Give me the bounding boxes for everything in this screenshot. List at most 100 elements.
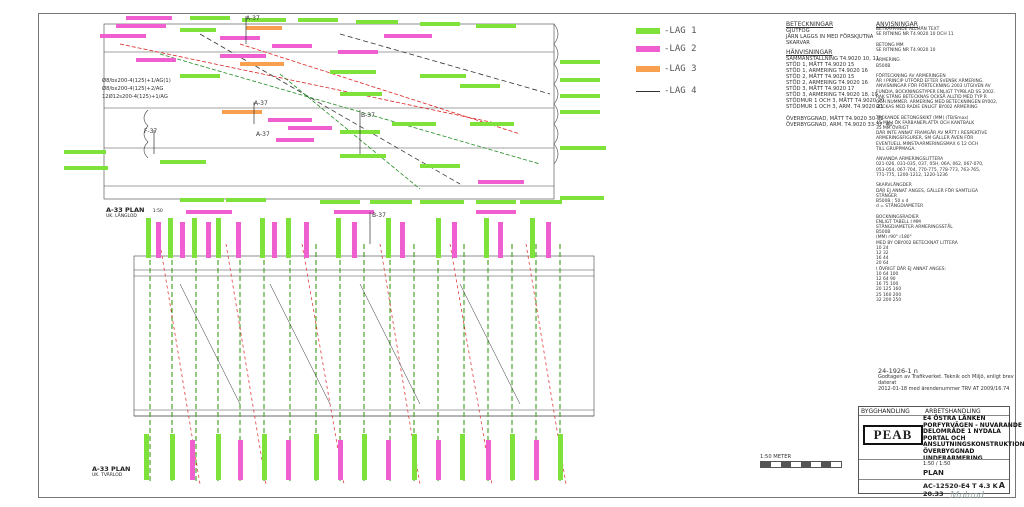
legend-swatch [636, 66, 660, 72]
instruction-line: 16 44 [876, 256, 889, 262]
project-title-line: DELOMRÅDE 1 NYDALA [923, 428, 1001, 436]
legend-label: -LAG 1 [664, 26, 697, 36]
notes-heading-hanvisningar: HÄNVISNINGAR [786, 49, 833, 56]
note-line: GJUTFOG [786, 28, 810, 34]
instruction-line: BETONG MM [876, 42, 904, 48]
reference-line: ÖVERBYGGNAD, MÅTT T4.9020 30-32 [786, 116, 884, 122]
instruction-line: 771-775, 1200-1212, 1220-1236 [876, 172, 948, 178]
instruction-line: 053-054, 067-704, 770-775, 778-773, 763-… [876, 167, 981, 173]
instruction-line: ARMERINGSFIGURER, SM GÄLLER ÄVEN FÖR [876, 136, 974, 142]
drawing-number: AC-12520-E4 T 4.3 K 20.33 [923, 482, 998, 498]
reference-line: STÖD 1, ARMERING T4.9020 16 [786, 68, 868, 74]
instruction-line: 10 24 [876, 245, 889, 251]
bar-tag-sample: Ø8/bx200-4(125)+2/AG [102, 86, 164, 92]
instruction-line: 021-026, 031-035, 037, 05H, 06A, 062, 06… [876, 162, 984, 168]
instruction-line: STÅNGDIAMETER ARMERINGSSTÅL [876, 224, 953, 230]
instruction-line: SKARVLÄNGDER [876, 183, 912, 189]
legend-lag3: -LAG 3 [636, 64, 697, 74]
phase-bygghandling: BYGGHANDLING [861, 408, 910, 415]
reference-line: ÖVERBYGGNAD, ARM. T4.9020 33-37, 40 [786, 122, 893, 128]
revision-note: 24-1926-1 n Godtagen av Trafikverket. Te… [878, 368, 1024, 392]
instruction-line: BETRÄFFANDE ALLMÄN TEXT [876, 27, 940, 33]
instruction-line: SE RITNING NR T4.9020 10 OCH 11 [876, 32, 954, 38]
section-mark: A-37 [256, 131, 270, 138]
notes-heading-anvisningar: ANVISNINGAR [876, 21, 918, 28]
upper-plan-scale: 1:50 [152, 209, 163, 214]
legend-label: -LAG 2 [664, 44, 697, 54]
instruction-line: d = STÅNGDIAMETER [876, 204, 924, 210]
instruction-line: BOCKAS MED RADIE ENLIGT BY002 ARMERING [876, 105, 978, 111]
instruction-line: 12 64 90 [876, 276, 896, 282]
section-mark: B-37 [372, 212, 386, 219]
section-mark: A-37 [246, 15, 260, 22]
reference-line: STÖD 3, ARMERING T4.9020 18, 19 [786, 92, 878, 98]
lower-plan-title: A-33 PLAN UK. TVÄRLOD [92, 465, 130, 478]
reference-line: STÖD 2, MÅTT T4.9020 15 [786, 74, 855, 80]
reference-line: STÖD 3, MÅTT T4.9020 17 [786, 86, 855, 92]
legend-label: -LAG 4 [664, 86, 697, 96]
drawing-scale: 1:50 / 1:50 [923, 461, 951, 467]
instruction-line: I ÖVRIGT DÄR EJ ANNAT ANGES: [876, 266, 947, 272]
drawing-revision: A [998, 481, 1005, 490]
instruction-line: ENLIGT TABELL I MM [876, 219, 921, 225]
project-title-line: E4 ÖSTRA LÄNKEN [923, 415, 986, 422]
legend-lag1: -LAG 1 [636, 26, 697, 36]
reference-line: STÖD 1, MÅTT T4.9020 15 [786, 62, 855, 68]
legend-swatch [636, 28, 660, 34]
upper-plan-title: A-33 PLAN 1:50 UK. LÅNGLOD [106, 206, 163, 219]
legend-lag2: -LAG 2 [636, 44, 697, 54]
upper-bars [119, 33, 551, 190]
section-markers [153, 16, 371, 244]
instruction-line: DÄR EJ ANNAT ANGES, GÄLLER FÖR SAMTLIGA [876, 188, 979, 194]
note-line: JÄRN LAGGS IN MED FÖRSKJUTNA [786, 34, 874, 40]
legend-lag4: -LAG 4 [636, 86, 697, 96]
signature: Moland [950, 491, 985, 501]
legend-swatch [636, 46, 660, 52]
instruction-line: 16 75 100 [876, 282, 899, 288]
instruction-line: EVENTUELL MINSTAARMERINGSMAX 6 12 OCH [876, 141, 979, 147]
reference-line: SAMMANSTÄLLNING T4.9020 10, 11 [786, 56, 880, 62]
lower-tags [144, 218, 563, 480]
instruction-line: FÖRTECKNING AV ARMERINGEN [876, 74, 946, 80]
instruction-line: ARMERING [876, 58, 900, 64]
project-title-line: PORTAL OCH ANSLUTNINGSKONSTRUKTIONER [923, 434, 1024, 449]
legend-label: -LAG 3 [664, 64, 697, 74]
reference-line: STÖD 2, ARMERING T4.9020 16 [786, 80, 868, 86]
instruction-line: B500B [876, 230, 891, 236]
instruction-line: B500B : 50 x d [876, 198, 909, 204]
upper-plan-title-text: A-33 PLAN [106, 206, 145, 214]
lower-vertical-bars [149, 243, 567, 485]
section-mark: A-37 [254, 100, 268, 107]
section-mark: F-37 [144, 128, 158, 135]
instruction-line: TÄCKANDE BETONGSKIKT (MM) (TB/Smax) [876, 115, 969, 121]
lower-plan-title-text: A-33 PLAN [92, 465, 131, 473]
instruction-line: 10 64 100 [876, 271, 899, 277]
drawing-sheet-frame [38, 13, 1016, 498]
section-mark: B-37 [361, 112, 375, 119]
notes-heading-beteckningar: BETECKNINGAR [786, 21, 834, 28]
instruction-line: ÄR I PRINCIP UTFÖRD EFTER SVENSK ARMERIN… [876, 79, 984, 85]
legend-swatch [636, 90, 660, 92]
instruction-line: BOCKNINGSRADIER [876, 214, 919, 220]
instruction-line: OCH NUMMER. ARMERING MED BETECKNINGEN BY… [876, 100, 998, 106]
reinforcement-plan-drawing [64, 16, 606, 485]
instruction-line: 32 200 250 [876, 297, 902, 303]
instruction-line: 45 MM I ÖK FARBANEPLATTA OCH KANTBALK [876, 120, 975, 126]
reference-line: STÖDMUR 1 OCH 3, ARM. T4.9020 21 [786, 104, 884, 110]
upper-tags [64, 16, 606, 214]
project-title-line: PORFYRVÄGEN - NUVARANDE E4 [923, 421, 1024, 429]
project-title-line: ÖVERBYGGNAD [923, 447, 975, 455]
instruction-line: SE RITNING NR T4.9020 10 [876, 48, 936, 54]
instruction-line: 35 MM ÖVRIGT [876, 126, 909, 132]
reference-line: STÖDMUR 1 OCH 3, MÅTT T4.9020 20 [786, 98, 885, 104]
upper-plan [103, 23, 559, 200]
company-logo: PEAB [863, 425, 923, 445]
instruction-line: (MM) r90° r180° [876, 235, 912, 241]
lower-plan-subtitle: UK. TVÄRLOD [92, 473, 123, 478]
bar-tag-sample: 12Ø12s200-4(125)+1/AG [102, 94, 168, 100]
instruction-line: MED BY OBY002 BETECKNAT LITTERA [876, 240, 958, 246]
